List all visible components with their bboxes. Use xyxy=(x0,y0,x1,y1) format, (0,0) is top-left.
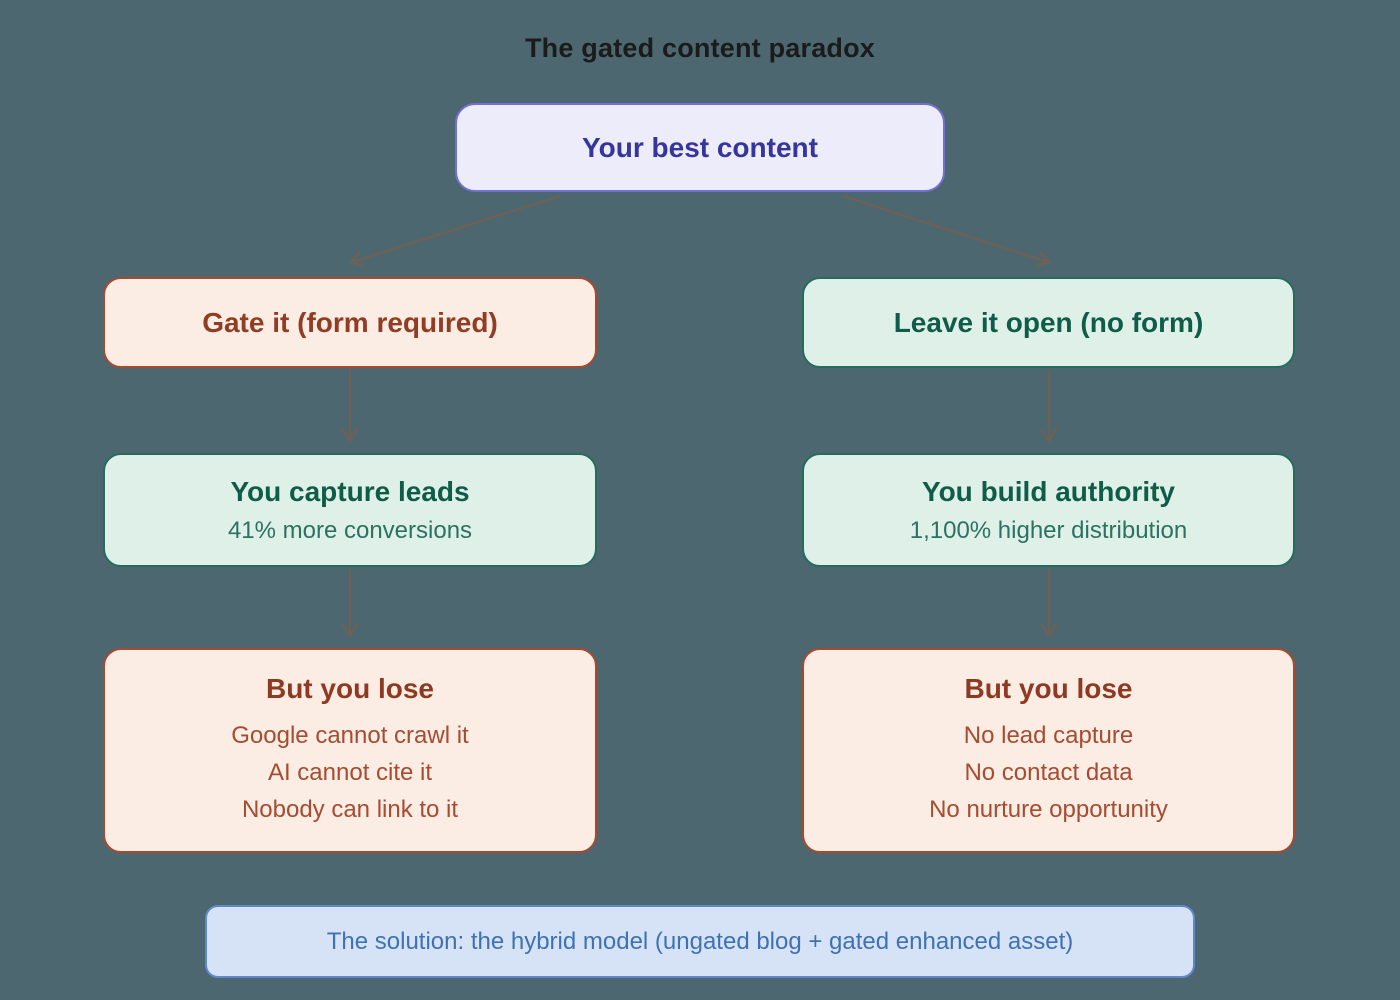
lose-item: No contact data xyxy=(964,759,1133,786)
arrow-root-to-open xyxy=(842,194,1051,267)
node-label: The solution: the hybrid model (ungated … xyxy=(326,927,1074,955)
node-label: Gate it (form required) xyxy=(202,306,498,338)
node-you-capture-leads: You capture leads 41% more conversions xyxy=(103,453,597,567)
node-detail: 1,100% higher distribution xyxy=(909,516,1188,544)
lose-item: Nobody can link to it xyxy=(241,796,459,823)
node-detail: 41% more conversions xyxy=(227,516,473,544)
node-heading: You build authority xyxy=(921,475,1175,507)
arrow-root-to-gate xyxy=(349,194,561,267)
node-gate-but-you-lose: But you lose Google cannot crawl it AI c… xyxy=(103,648,597,853)
node-label: Leave it open (no form) xyxy=(893,306,1204,338)
node-you-build-authority: You build authority 1,100% higher distri… xyxy=(802,453,1295,567)
diagram-title: The gated content paradox xyxy=(524,33,876,63)
node-leave-it-open: Leave it open (no form) xyxy=(802,277,1295,368)
lose-item: Google cannot crawl it xyxy=(231,722,469,749)
node-label: Your best content xyxy=(582,131,818,163)
node-heading: You capture leads xyxy=(230,475,470,507)
node-gate-it: Gate it (form required) xyxy=(103,277,597,368)
lose-item: No lead capture xyxy=(963,722,1134,749)
node-solution-bar: The solution: the hybrid model (ungated … xyxy=(205,905,1195,978)
node-your-best-content: Your best content xyxy=(455,103,945,192)
node-open-but-you-lose: But you lose No lead capture No contact … xyxy=(802,648,1295,853)
lose-item: AI cannot cite it xyxy=(267,759,433,786)
node-heading: But you lose xyxy=(265,673,434,704)
lose-item: No nurture opportunity xyxy=(929,796,1168,823)
node-heading: But you lose xyxy=(964,673,1133,704)
